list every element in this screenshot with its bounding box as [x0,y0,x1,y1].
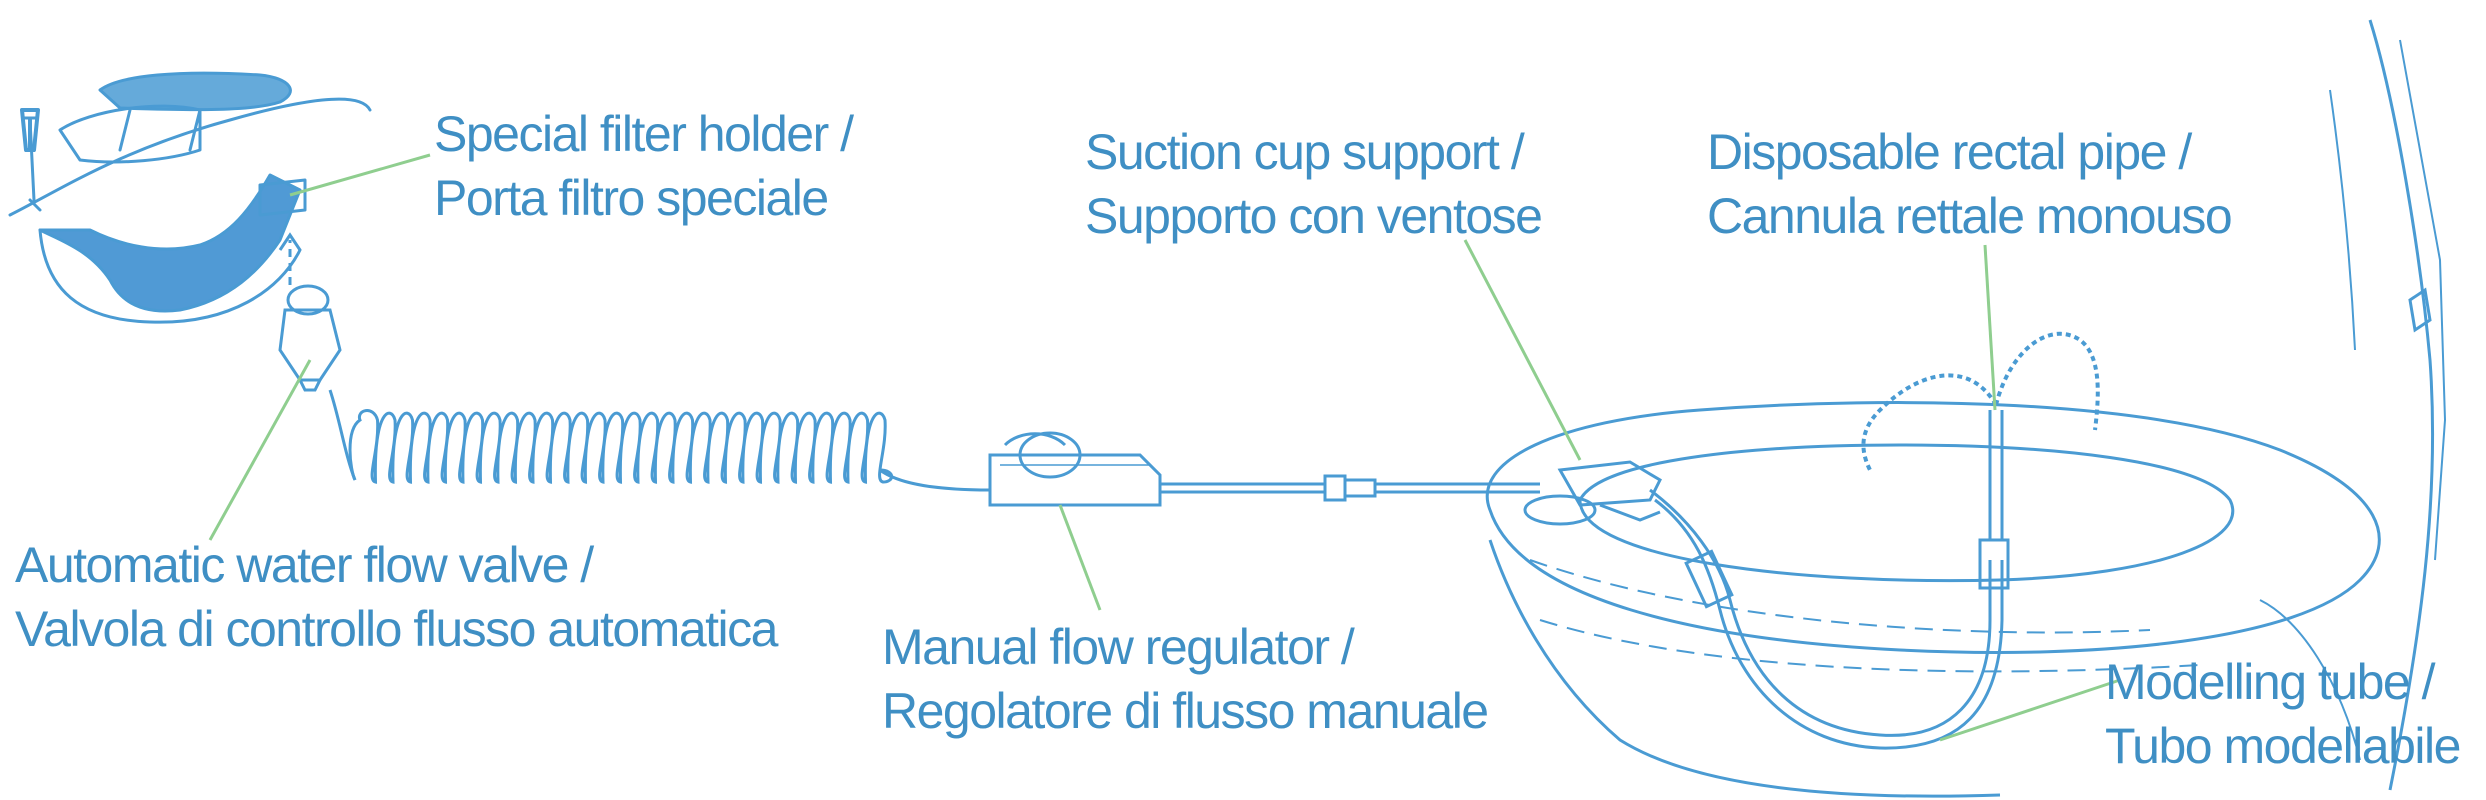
arrow-up-icon [278,232,302,285]
label-flow-valve-it: Valvola di controllo flusso automatica [15,601,778,657]
label-filter-holder-it: Porta filtro speciale [434,170,829,226]
label-flow-regulator-it: Regolatore di flusso manuale [882,683,1489,739]
label-modelling-tube-it: Tubo modellabile [2105,718,2461,774]
label-flow-regulator: Manual flow regulator / Regolatore di fl… [882,615,1489,743]
rectal-pipe-illustration [1861,331,2100,540]
toilet-illustration [1485,19,2447,798]
label-modelling-tube: Modelling tube / Tubo modellabile [2105,650,2461,778]
label-suction-cup-en: Suction cup support / [1085,124,1525,180]
flow-regulator-illustration [988,431,1162,507]
leader-modelling-tube [1939,678,2121,742]
leader-rectal-pipe [1983,244,1997,411]
automatic-valve-illustration [278,284,342,392]
label-flow-regulator-en: Manual flow regulator / [882,619,1355,675]
label-modelling-tube-en: Modelling tube / [2105,654,2436,710]
faucet-illustration [8,71,372,324]
leader-flow-regulator [1058,504,1102,611]
label-rectal-pipe-it: Cannula rettale monouso [1707,188,2233,244]
supply-tube-illustration [1160,474,1540,502]
leader-flow-valve [208,359,312,541]
coiled-hose-illustration [328,389,991,492]
suction-cup-illustration [1523,460,1662,526]
label-suction-cup-it: Supporto con ventose [1085,188,1543,244]
label-flow-valve: Automatic water flow valve / Valvola di … [15,533,778,661]
label-filter-holder-en: Special filter holder / [434,106,854,162]
label-suction-cup: Suction cup support / Supporto con vento… [1085,120,1543,248]
label-rectal-pipe: Disposable rectal pipe / Cannula rettale… [1707,120,2233,248]
label-flow-valve-en: Automatic water flow valve / [15,537,594,593]
label-rectal-pipe-en: Disposable rectal pipe / [1707,124,2192,180]
leader-filter-holder [289,153,431,197]
label-filter-holder: Special filter holder / Porta filtro spe… [434,102,854,230]
modelling-tube-illustration [1649,488,2010,750]
leader-suction-cup [1463,239,1582,461]
leader-lines [208,153,2121,742]
